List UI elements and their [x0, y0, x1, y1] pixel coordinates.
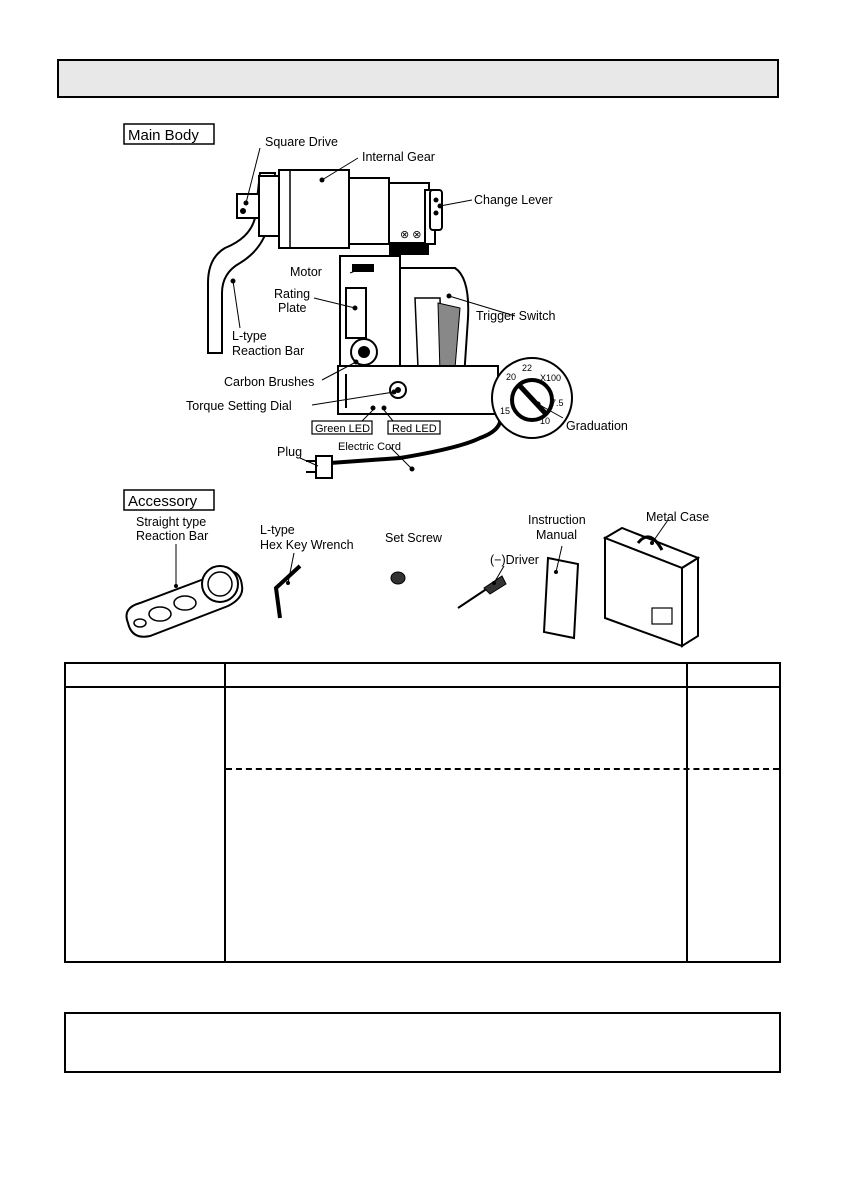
note-box	[64, 1012, 781, 1073]
table-header-row	[66, 664, 779, 688]
svg-text:⊗ ⊗: ⊗ ⊗	[400, 229, 422, 241]
hex-key-shape	[273, 564, 302, 619]
plug-shape	[315, 455, 333, 479]
red-led-dot	[381, 405, 387, 411]
label-plug: Plug	[277, 445, 302, 459]
label-set-screw: Set Screw	[385, 531, 443, 545]
table-dashed-separator	[226, 768, 779, 770]
driver-handle-shape	[483, 575, 507, 595]
table-divider-1	[224, 664, 226, 961]
red-led-label-box	[387, 420, 441, 435]
dial-mark-7-5: 7.5	[551, 398, 564, 408]
label-change-lever: Change Lever	[474, 193, 553, 207]
electric-cord-shape	[329, 407, 503, 465]
green-led-label-box	[311, 420, 373, 435]
label-red-led: Red LED	[392, 423, 437, 435]
label-green-led: Green LED	[315, 423, 370, 435]
change-lever-shape	[429, 189, 443, 231]
control-box-shape	[337, 365, 499, 415]
metal-case-handle	[636, 535, 664, 551]
label-metal-case: Metal Case	[646, 510, 709, 524]
label-rating-plate-2: Plate	[278, 301, 307, 315]
label-hex-key-2: Hex Key Wrench	[260, 538, 354, 552]
dial-mark-15: 15	[500, 406, 510, 416]
label-straight-bar-1: Straight type	[136, 515, 206, 529]
label-square-drive: Square Drive	[265, 135, 338, 149]
label-manual-1: Instruction	[528, 513, 586, 527]
green-led-dot	[370, 405, 376, 411]
label-manual-2: Manual	[536, 528, 577, 542]
dial-unit: X100	[540, 373, 561, 383]
dial-mark-10: 10	[540, 416, 550, 426]
dial-mark-20: 20	[506, 372, 516, 382]
instruction-manual-shape	[542, 556, 580, 640]
driver-shaft-shape	[457, 587, 489, 609]
dial-mark-22: 22	[522, 363, 532, 373]
label-straight-bar-2: Reaction Bar	[136, 529, 208, 543]
label-reaction-bar-1: L-type	[232, 329, 267, 343]
label-reaction-bar-2: Reaction Bar	[232, 344, 304, 358]
parts-figure: Main Body ⊗ ⊗ 20 22 15 10 7.5 X100	[100, 118, 750, 653]
set-screw-shape	[390, 571, 406, 585]
parts-table	[64, 662, 781, 963]
square-drive-shape	[236, 193, 260, 219]
main-body-heading-box	[123, 123, 215, 145]
label-trigger-switch: Trigger Switch	[476, 309, 555, 323]
label-hex-key-1: L-type	[260, 523, 295, 537]
metal-case-side	[681, 556, 699, 648]
label-torque-setting-dial: Torque Setting Dial	[186, 399, 292, 413]
section-title-bar	[57, 59, 779, 98]
table-divider-2	[686, 664, 688, 961]
parts-diagram-svg: Main Body ⊗ ⊗ 20 22 15 10 7.5 X100	[123, 123, 709, 648]
main-body-heading: Main Body	[128, 127, 199, 144]
label-carbon-brushes: Carbon Brushes	[224, 375, 314, 389]
label-driver: (−)Driver	[490, 553, 539, 567]
accessory-heading-box	[123, 489, 215, 511]
label-graduation: Graduation	[566, 419, 628, 433]
label-electric-cord: Electric Cord	[338, 441, 401, 453]
rating-plate-shape	[345, 287, 367, 339]
accessory-heading: Accessory	[128, 493, 198, 510]
label-rating-plate-1: Rating	[274, 287, 310, 301]
label-motor: Motor	[290, 265, 322, 279]
label-internal-gear: Internal Gear	[362, 150, 435, 164]
